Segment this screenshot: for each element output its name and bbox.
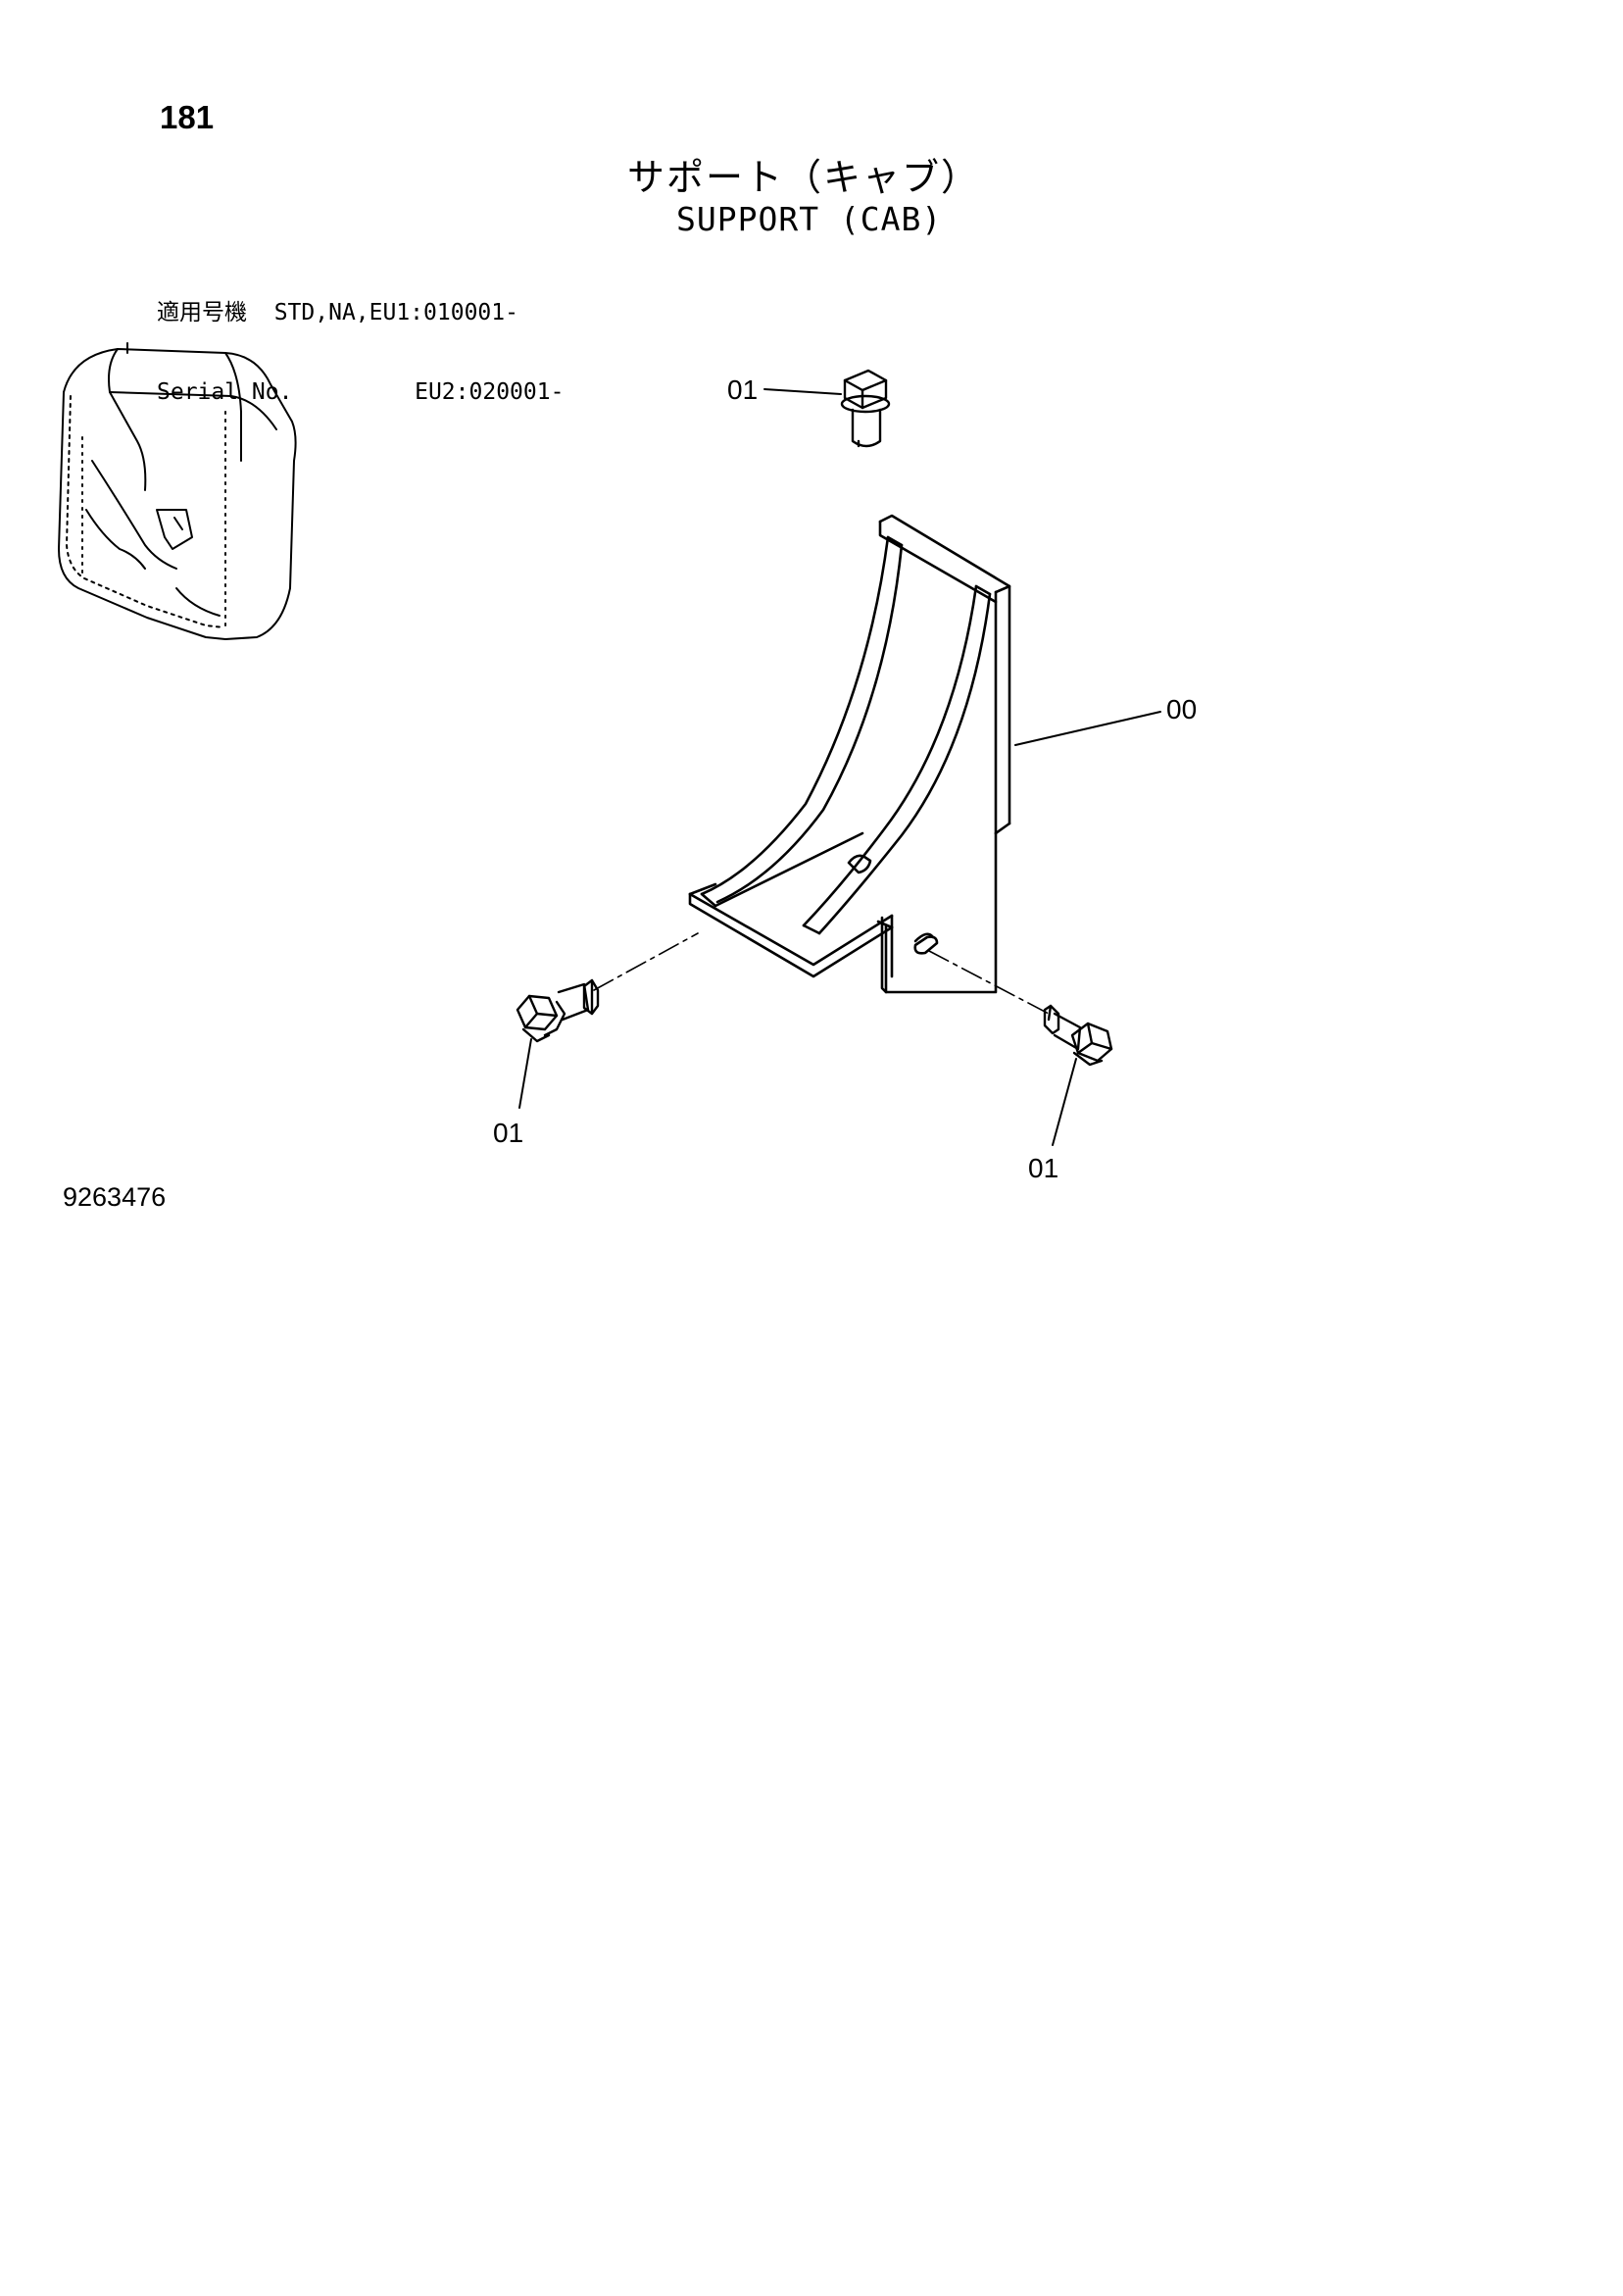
hex-flange-bolt-icon xyxy=(516,978,600,1043)
callout-bolt-top: 01 xyxy=(727,374,759,405)
leader-lines xyxy=(518,388,1161,1146)
hex-flange-bolt-icon xyxy=(840,369,891,448)
page-number: 181 xyxy=(160,99,215,135)
assembly-center-lines xyxy=(593,932,1050,1015)
page-title-japanese: サポート（キャブ） xyxy=(627,156,981,199)
serial-range-1: STD,NA,EU1:010001- xyxy=(273,300,518,325)
callout-bolt-right: 01 xyxy=(1028,1153,1059,1183)
serial-range-2: EU2:020001- xyxy=(415,379,565,405)
serial-label-jp: 適用号機 xyxy=(157,300,247,325)
excavator-cab-icon xyxy=(58,342,297,640)
serial-label-en: Serial No. xyxy=(157,379,293,405)
drawing-number: 9263476 xyxy=(63,1182,167,1212)
serial-applicability: 適用号機 STD,NA,EU1:010001- Serial No. EU2:0… xyxy=(157,247,564,459)
hex-flange-bolt-icon xyxy=(1043,1004,1113,1067)
support-bracket-icon xyxy=(688,514,1011,994)
callout-bolt-left: 01 xyxy=(493,1118,524,1148)
serial-row-1: 適用号機 STD,NA,EU1:010001- xyxy=(157,300,564,326)
page-title-english: SUPPORT (CAB) xyxy=(676,200,943,238)
callout-support: 00 xyxy=(1166,694,1198,724)
serial-row-2: Serial No. EU2:020001- xyxy=(157,379,564,406)
